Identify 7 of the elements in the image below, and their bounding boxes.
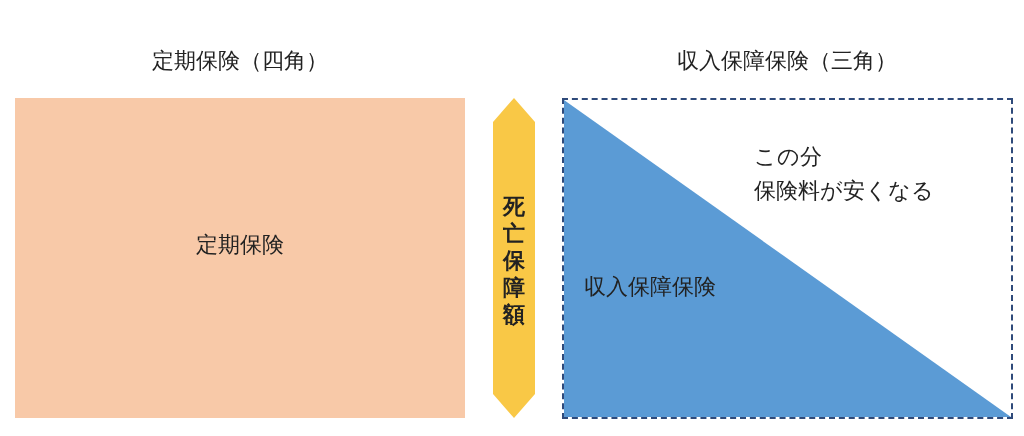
note-text: この分 [754,143,822,171]
triangle-label: 収入保障保険 [584,273,716,301]
block-label: 定期保険 [195,231,285,259]
heading: 収入保障保険（三角） [676,47,898,75]
note-text: 保険料が安くなる [754,177,934,205]
vertical-label: 死亡保障額 [503,193,525,328]
heading: 定期保険（四角） [151,47,329,75]
